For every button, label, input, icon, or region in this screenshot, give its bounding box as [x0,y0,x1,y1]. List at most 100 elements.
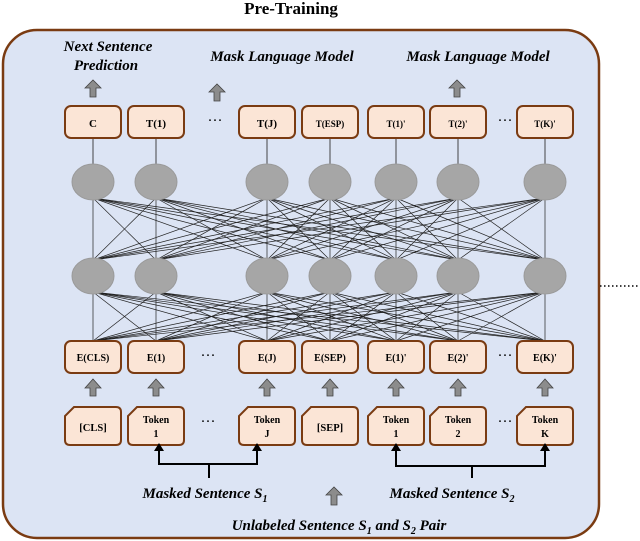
embedding-up-arrow [258,378,276,397]
embedding-box-label: E(1) [147,353,165,364]
embedding-wire [395,291,546,342]
embedding-up-arrow [449,378,467,397]
network-connections [92,138,546,342]
hidden-node-layer2 [245,257,289,295]
output-row: C T(1) T(J) T(ESP) T(1)' T(2)' T(K)' [64,105,574,139]
embedding-box-label: E(SEP) [314,353,346,364]
embed-ellipsis-1: ··· [201,348,216,364]
nsp-up-arrow [84,79,102,98]
embedding-box-label: E(1)' [385,353,406,364]
embedding-wire [395,291,459,342]
hidden-layer-wire [92,197,397,261]
token-box-index: 1 [154,429,159,440]
token-box-label: Token [143,415,170,426]
mlm-left-up-arrow [208,83,226,102]
output-box-label: T(J) [257,118,278,130]
s1-bracket-arrowhead-left [154,443,164,451]
hidden-layer-wire [92,197,268,261]
diagram-title: Pre-Training [244,0,338,18]
mlm-right-up-arrow [448,79,466,98]
output-box-label: T(K)' [534,119,556,129]
hidden-layer-wire [92,197,157,261]
output-box [64,105,122,139]
embedding-up-arrow [536,378,554,397]
hidden-node-layer2 [308,257,352,295]
embedding-up-arrow [147,378,165,397]
hidden-layer-wire [155,197,459,261]
embedding-wire [266,291,546,342]
masked-sentence-s1-label: Masked Sentence S1 [142,486,268,505]
hidden-node-layer1 [436,163,480,201]
hidden-node-layer2 [436,257,480,295]
token-ellipsis-2: ··· [498,414,513,430]
output-box-label: C [89,118,97,130]
hidden-node-layer2 [374,257,418,295]
hidden-layer-wire [266,197,459,261]
embedding-wire [329,291,459,342]
token-box [64,406,122,446]
hidden-node-layer1 [308,163,352,201]
embedding-box-label: E(CLS) [77,353,110,364]
token-box-label: Token [445,415,472,426]
token-box-label: Token [383,415,410,426]
output-box-label: T(ESP) [316,119,345,129]
embedding-box [238,340,296,374]
embedding-up-arrow [387,378,405,397]
token-box [367,406,425,446]
embedding-wire [266,291,459,342]
output-box-label: T(2)' [449,119,468,129]
output-box [238,105,296,139]
embedding-wire [155,291,546,342]
s2-bracket [395,446,546,467]
s1-bracket-arrowhead-right [252,443,262,451]
embedding-wire [155,291,459,342]
embedding-box-label: E(2)' [447,353,468,364]
hidden-layer-wire [92,197,546,261]
mlm-label-right: Mask Language Model [405,49,550,65]
embedding-box [367,340,425,374]
nsp-label-line1: Next Sentence [63,39,153,55]
token-box-index: 2 [456,429,461,440]
hidden-node-layer2 [134,257,178,295]
embedding-box [127,340,185,374]
token-box-label: [SEP] [317,423,343,434]
hidden-node-layer1 [71,163,115,201]
token-box-index: J [265,429,270,440]
embedding-wire [266,291,331,342]
hidden-layer-wire [92,197,459,261]
embedding-wire [266,291,397,342]
hidden-layer-wire [92,197,331,261]
hidden-node-layer1 [245,163,289,201]
embedding-up-arrow [321,378,339,397]
hidden-node-layer2 [71,257,115,295]
token-box [238,406,296,446]
hidden-layer-wire [457,197,546,261]
output-ellipsis-2: ··· [498,113,513,129]
pair-up-arrow [325,486,343,506]
masked-sentence-s2-label: Masked Sentence S2 [389,486,515,505]
output-box [127,105,185,139]
output-box-label: T(1)' [387,119,406,129]
embedding-wire [92,291,268,342]
hidden-layer-wire [329,197,459,261]
token-ellipsis-1: ··· [201,414,216,430]
token-box-index: K [541,429,549,440]
token-box [516,406,574,446]
token-box [127,406,185,446]
output-ellipsis-1: ··· [208,113,223,129]
s2-bracket-arrowhead-right [540,443,550,451]
embedding-row: E(CLS)E(1)E(J)E(SEP)E(1)'E(2)'E(K)' [64,340,574,374]
embedding-box [301,340,359,374]
embedding-wire [457,291,546,342]
token-box [429,406,487,446]
output-box-label: T(1) [146,118,167,130]
hidden-node-layer1 [523,163,567,201]
embedding-wire [92,291,459,342]
output-box [429,105,487,139]
output-box [301,105,359,139]
hidden-node-layer1 [134,163,178,201]
unlabeled-pair-label: Unlabeled Sentence S1 and S2 Pair [232,518,447,537]
token-box-label: Token [254,415,281,426]
